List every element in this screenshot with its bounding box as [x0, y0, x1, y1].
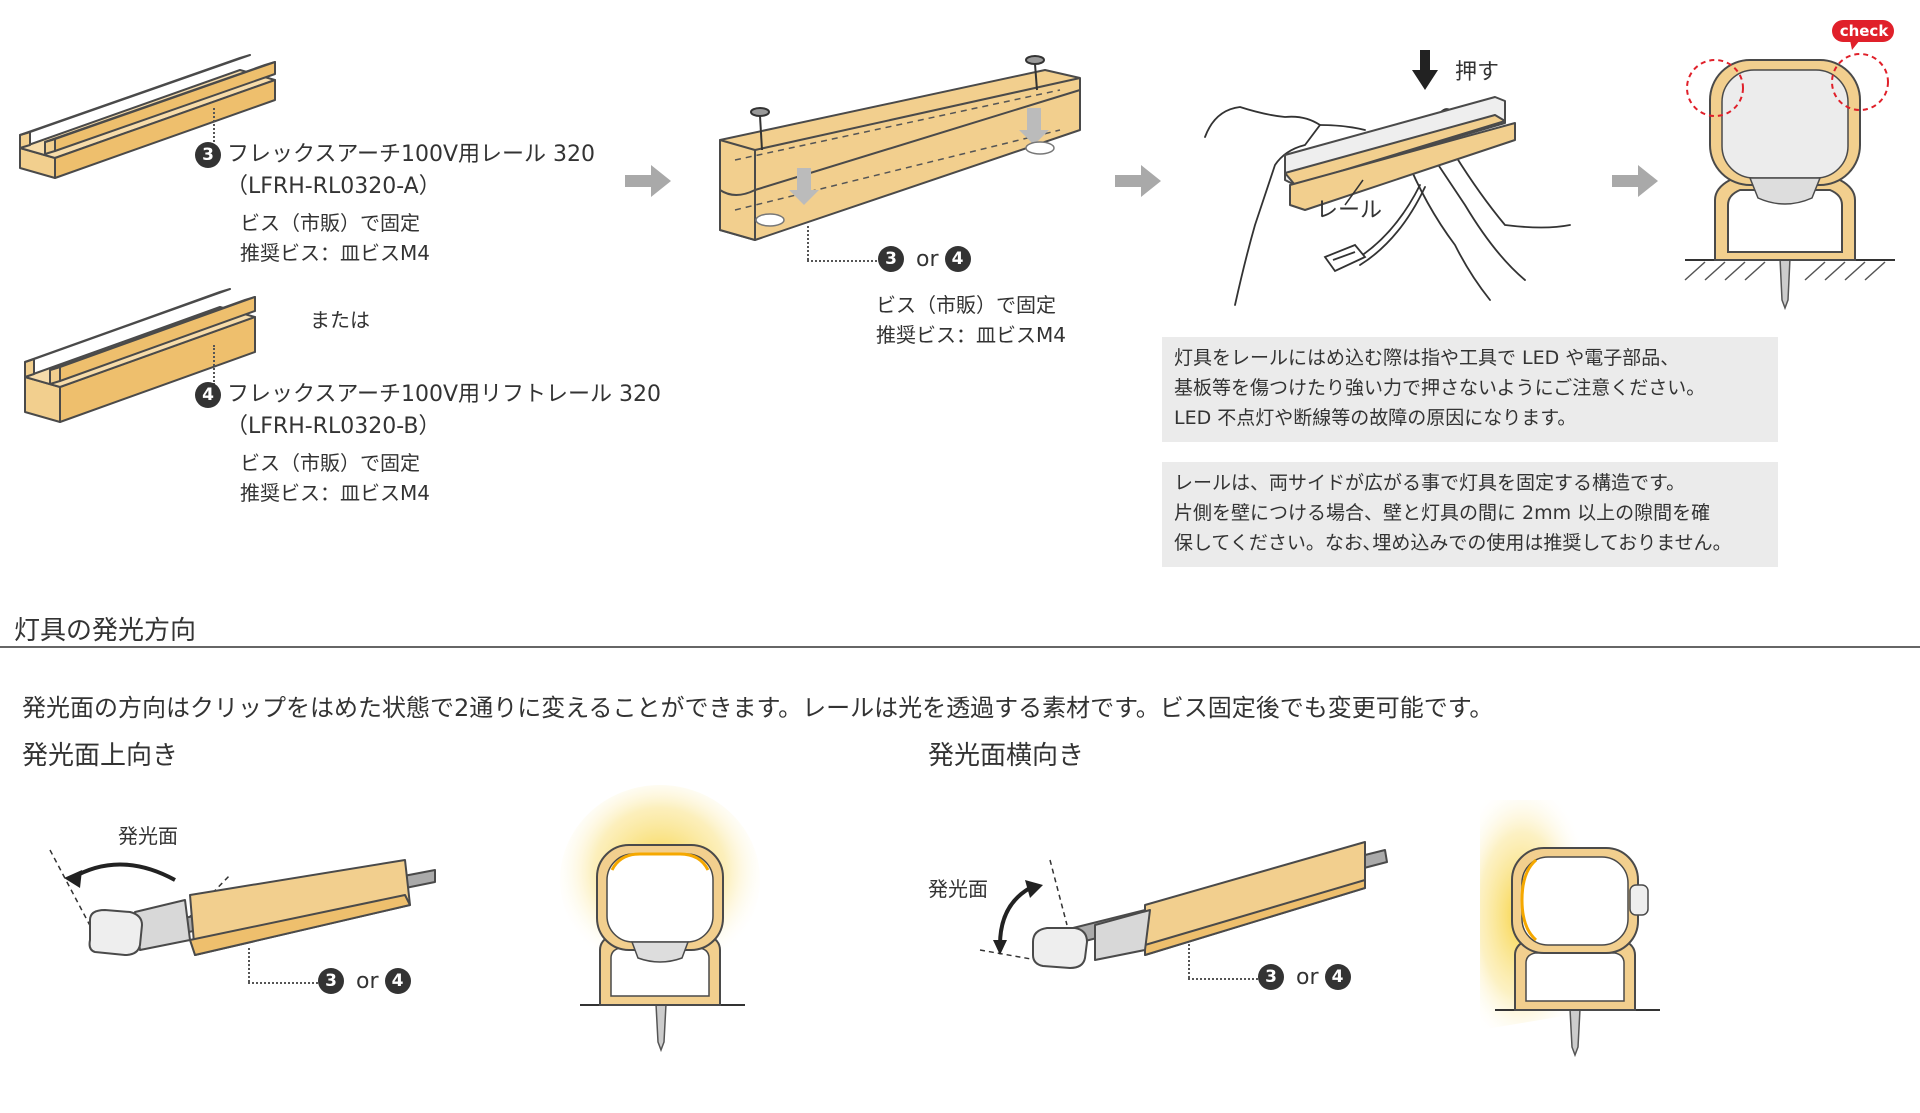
rail-a-code: （LFRH-RL0320-A）	[226, 172, 441, 202]
step2-screw: 推奨ビス：皿ビスM4	[876, 320, 1066, 350]
side-glow-cross-section	[1480, 800, 1680, 1065]
badge-4: 4	[385, 968, 411, 994]
cross-section-check-illustration	[1680, 20, 1900, 310]
step2-fix: ビス（市販）で固定	[876, 290, 1056, 320]
step-arrow-icon	[1115, 165, 1161, 197]
direction-description: 発光面の方向はクリップをはめた状態で2通りに変えることができます。レールは光を透…	[22, 688, 1493, 723]
note-line: レールは、両サイドが広がる事で灯具を固定する構造です。	[1174, 468, 1766, 498]
leader-line	[807, 226, 809, 260]
badge-4: 4	[195, 382, 221, 408]
badge-4: 4	[1325, 964, 1351, 990]
or-label: or	[916, 247, 939, 272]
rail-a-screw: 推奨ビス：皿ビスM4	[240, 238, 430, 268]
up-rail-illustration	[50, 840, 440, 980]
note-caution: 灯具をレールにはめ込む際は指や工具で LED や電子部品、 基板等を傷つけたり強…	[1162, 337, 1778, 442]
note-line: 保してください。なお､埋め込みでの使用は推奨しておりません。	[1174, 528, 1766, 558]
rail-b-name-text: フレックスアーチ100V用リフトレール 320	[227, 382, 661, 407]
leader-line	[213, 345, 215, 385]
face-label-side: 発光面	[928, 873, 988, 902]
leader-line	[807, 260, 877, 262]
note-structure: レールは、両サイドが広がる事で灯具を固定する構造です。 片側を壁につける場合、壁…	[1162, 462, 1778, 567]
heading-up: 発光面上向き	[22, 735, 178, 772]
leader-line	[1188, 978, 1258, 980]
or-label: or	[356, 969, 379, 994]
heading-side: 発光面横向き	[928, 735, 1084, 772]
fixture-insertion-illustration	[1195, 45, 1585, 315]
step-arrow-icon	[625, 165, 671, 197]
note-line: 片側を壁につける場合、壁と灯具の間に 2mm 以上の隙間を確	[1174, 498, 1766, 528]
rail-b-screw: 推奨ビス：皿ビスM4	[240, 478, 430, 508]
rail-label: レール	[1316, 196, 1382, 226]
rail-a-name-text: フレックスアーチ100V用レール 320	[227, 142, 595, 167]
up-glow-cross-section	[560, 790, 760, 1060]
rail-mounting-illustration	[715, 50, 1085, 250]
or-text: または	[310, 305, 370, 335]
side-callout: 3 or 4	[1258, 964, 1357, 990]
step2-callout: 3 or 4	[878, 246, 977, 272]
face-label-up: 発光面	[118, 820, 178, 849]
check-badge: check	[1833, 20, 1895, 42]
section-divider	[0, 646, 1920, 648]
badge-3: 3	[318, 968, 344, 994]
rail-b-code: （LFRH-RL0320-B）	[226, 412, 440, 442]
note-line: 灯具をレールにはめ込む際は指や工具で LED や電子部品、	[1174, 343, 1766, 373]
section-title: 灯具の発光方向	[14, 610, 196, 647]
note-line: 基板等を傷つけたり強い力で押さないようにご注意ください。	[1174, 373, 1766, 403]
side-rail-illustration	[975, 830, 1395, 980]
badge-3: 3	[195, 142, 221, 168]
up-callout: 3 or 4	[318, 968, 417, 994]
note-line: LED 不点灯や断線等の故障の原因になります。	[1174, 403, 1766, 433]
leader-line	[248, 982, 318, 984]
rail-b-fix: ビス（市販）で固定	[240, 448, 420, 478]
step-arrow-icon	[1612, 165, 1658, 197]
push-label: 押す	[1455, 58, 1499, 88]
badge-3: 3	[1258, 964, 1284, 990]
or-label: or	[1296, 965, 1319, 990]
badge-3: 3	[878, 246, 904, 272]
leader-line	[248, 948, 250, 982]
rail-a-fix: ビス（市販）で固定	[240, 208, 420, 238]
badge-4: 4	[945, 246, 971, 272]
leader-line	[1188, 944, 1190, 978]
push-arrow-icon	[1412, 50, 1438, 90]
